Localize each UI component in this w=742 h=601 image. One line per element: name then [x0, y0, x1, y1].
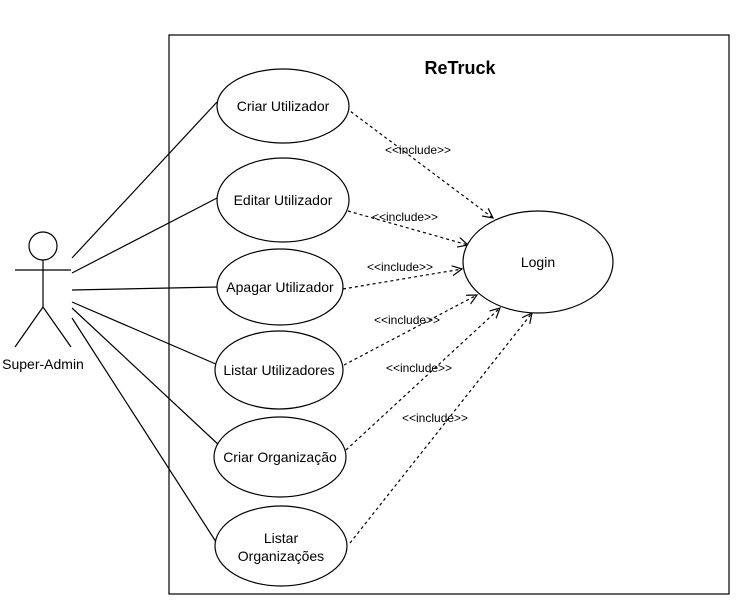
- use-case-criar-utilizador: Criar Utilizador: [216, 68, 350, 144]
- use-case-ellipse: [216, 68, 350, 144]
- use-case-apagar-utilizador: Apagar Utilizador: [216, 248, 344, 326]
- include-label-3: <<include>>: [367, 260, 433, 274]
- association-listar-utilizadores: [71, 301, 219, 366]
- use-case-label: Listar Utilizadores: [223, 362, 334, 378]
- use-case-login: Login: [462, 210, 614, 314]
- use-case-criar-organizacao: Criar Organização: [213, 416, 347, 498]
- use-case-label-line-1: Listar: [264, 530, 299, 546]
- association-editar-utilizador: [71, 196, 220, 274]
- use-case-label: Login: [521, 254, 555, 270]
- use-case-ellipse: [214, 330, 344, 410]
- use-case-label: Criar Utilizador: [237, 98, 330, 114]
- include-line-criar-organizacao: [345, 308, 500, 451]
- association-listar-organizacoes: [71, 317, 219, 546]
- system-title: ReTruck: [424, 58, 496, 78]
- actor-right-leg: [42, 306, 72, 348]
- use-case-label: Criar Organização: [223, 449, 337, 465]
- include-line-criar-utilizador: [345, 107, 493, 218]
- use-case-ellipse: [214, 505, 348, 587]
- associations: [71, 101, 222, 546]
- include-line-editar-utilizador: [347, 210, 468, 245]
- use-case-label: Editar Utilizador: [234, 192, 333, 208]
- use-case-ellipse: [216, 157, 350, 243]
- include-label-4: <<include>>: [374, 313, 440, 327]
- use-case-label-line-2: Organizações: [238, 548, 324, 564]
- association-criar-utilizador: [71, 101, 218, 259]
- actor-head: [28, 231, 58, 261]
- use-case-ellipse: [462, 210, 614, 314]
- association-apagar-utilizador: [71, 286, 219, 291]
- include-relations: <<include>> <<include>> <<include>> <<in…: [342, 107, 532, 544]
- include-label-2: <<include>>: [372, 210, 438, 224]
- use-case-editar-utilizador: Editar Utilizador: [216, 157, 350, 243]
- include-label-6: <<include>>: [402, 411, 468, 425]
- association-criar-organizacao: [71, 307, 222, 448]
- include-label-5: <<include>>: [386, 361, 452, 375]
- include-line-listar-utilizadores: [343, 295, 477, 366]
- use-case-listar-organizacoes: Listar Organizações: [214, 505, 348, 587]
- use-case-label: Apagar Utilizador: [226, 279, 334, 295]
- actor-label: Super-Admin: [2, 356, 84, 372]
- use-case-ellipse: [213, 416, 347, 498]
- use-case-ellipse: [216, 248, 344, 326]
- actor-left-leg: [14, 306, 44, 348]
- include-label-1: <<include>>: [385, 143, 451, 157]
- include-line-apagar-utilizador: [342, 269, 462, 290]
- include-line-listar-organizacoes: [349, 313, 532, 544]
- actor-super-admin: Super-Admin: [2, 231, 84, 372]
- use-case-listar-utilizadores: Listar Utilizadores: [214, 330, 344, 410]
